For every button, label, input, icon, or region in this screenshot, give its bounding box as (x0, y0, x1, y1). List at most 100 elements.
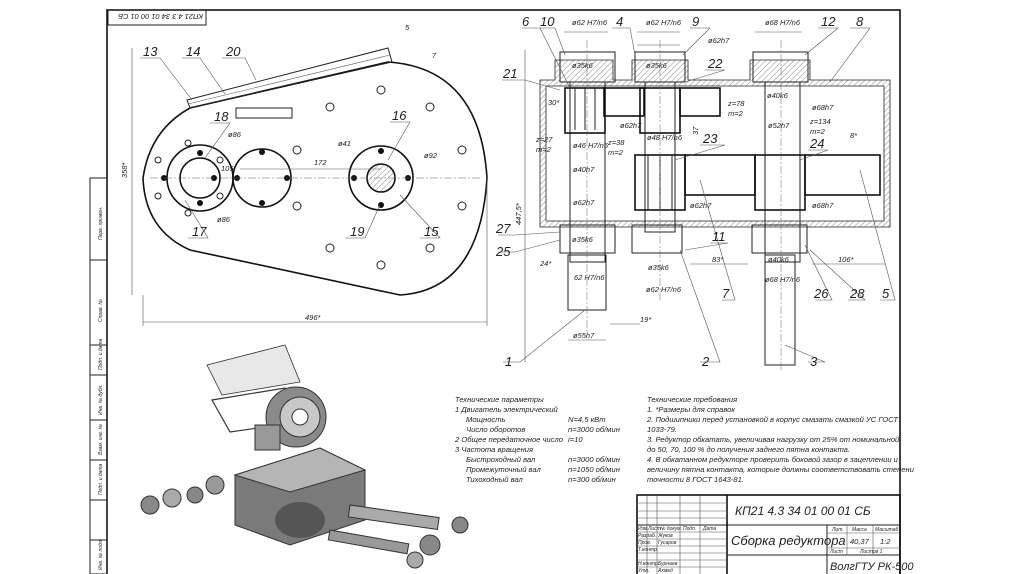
pos-12: 12 (821, 14, 836, 29)
tech-req-line: 2. Подшипники перед установкой в корпус … (646, 415, 899, 424)
pos-28: 28 (849, 286, 865, 301)
tech-param-value: n=300 об/мин (568, 475, 616, 484)
dim: 83* (712, 255, 724, 264)
col-header: № докум. (660, 526, 682, 532)
dim: 62 H7/n6 (574, 273, 605, 282)
role: Т.контр. (638, 547, 658, 553)
dim: ø62h7 (620, 121, 642, 130)
dim: m=2 (608, 148, 624, 157)
tech-param-value: n=3000 об/мин (568, 425, 621, 434)
strip-label: Подп. и дата (98, 463, 104, 495)
role: Утв. (638, 568, 649, 574)
dim-height: 358* (120, 161, 129, 178)
pos-1: 1 (505, 354, 512, 369)
gear-z27 (564, 87, 606, 134)
plan-view: 358* 496* 172 105 ø86 ø86 ø41 ø92 5 7 13… (120, 23, 488, 326)
tech-param-label: Быстроходный вал (466, 455, 536, 464)
pos-16: 16 (392, 108, 407, 123)
gear-z78 (603, 87, 721, 117)
tech-req-title: Технические требования (647, 395, 737, 404)
dim: 37 (691, 126, 700, 135)
tech-param-label: 3 Частота вращения (455, 445, 533, 454)
tech-req-line: до 50, 70, 100 % до получения заднего пя… (647, 445, 850, 454)
top-stamp-code: КП21 4.3 34 01 00 01 СБ (118, 12, 203, 21)
pos-19: 19 (350, 224, 364, 239)
pos-13: 13 (143, 44, 158, 59)
strip-label: Взам. инв. № (98, 423, 104, 455)
pos-25: 25 (495, 244, 511, 259)
tech-param-label: Число оборотов (466, 425, 525, 434)
dim: 24* (539, 259, 552, 268)
dim: ø48 H7/n6 (647, 133, 683, 142)
pos-23: 23 (702, 131, 718, 146)
section-dimensions: ø62 H7/n6 ø62 H7/n6 ø68 H7/n6 ø62h7 ø35k… (514, 18, 885, 341)
pos-15: 15 (424, 224, 439, 239)
sheets-label: Листов 1 (859, 549, 883, 555)
strip-label: Подп. и дата (98, 338, 104, 370)
dim: ø62 H7/n6 (646, 285, 682, 294)
left-strip: Перв. примен. Справ. № Подп. и дата Инв.… (89, 177, 108, 574)
dim: 30* (548, 98, 560, 107)
pos-6: 6 (522, 14, 530, 29)
pos-2: 2 (701, 354, 710, 369)
tech-params-title: Технические параметры (455, 395, 544, 404)
mass-label: Масса (852, 527, 867, 533)
dim: ø35k6 (572, 61, 594, 70)
dim: ø62h7 (690, 201, 712, 210)
top-stamp: КП21 4.3 34 01 00 01 СБ (107, 9, 207, 26)
pos-14: 14 (186, 44, 200, 59)
section-view: 6 10 4 9 12 8 21 22 23 24 27 25 1 2 3 7 … (495, 14, 896, 370)
pos-3: 3 (810, 354, 818, 369)
col-header: Дата (702, 526, 716, 532)
strip-label: Перв. примен. (98, 207, 104, 240)
person: Жуков (657, 533, 673, 539)
dim: 447,5* (514, 202, 523, 225)
pos-17: 17 (192, 224, 207, 239)
strip-label: Инв. № дубл. (98, 384, 104, 415)
dim: ø68 H7/n6 (765, 18, 801, 27)
tech-param-value: i=10 (568, 435, 583, 444)
strip-label: Инв. № подл. (98, 539, 104, 570)
pos-24: 24 (809, 136, 824, 151)
dim: ø52h7 (768, 121, 790, 130)
dim-5: 5 (405, 23, 410, 32)
dim: ø35k6 (572, 235, 594, 244)
col-header: Лист (647, 526, 661, 532)
tech-req-line: 4. В обкатанном редукторе проверить боко… (647, 455, 899, 464)
pos-10: 10 (540, 14, 555, 29)
drawing-name: Сборка редуктора (731, 533, 846, 548)
dim: ø62h7 (708, 36, 730, 45)
dim: m=2 (728, 109, 744, 118)
tech-param-value: n=1050 об/мин (568, 465, 621, 474)
tech-param-label: 2 Общее передаточное число (454, 435, 563, 444)
pos-27: 27 (495, 221, 511, 236)
dim: ø35k6 (646, 61, 668, 70)
tech-param-label: Промежуточный вал (466, 465, 541, 474)
pos-22: 22 (707, 56, 723, 71)
tech-param-value: N=4,5 кВт (568, 415, 606, 424)
dim: ø55h7 (573, 331, 595, 340)
technical-parameters: Технические параметры 1 Двигатель электр… (454, 395, 621, 484)
dim: z=27 (535, 135, 553, 144)
pos-18: 18 (214, 109, 229, 124)
mass-value: 40,37 (850, 537, 870, 546)
person: Бурнаев (658, 561, 678, 567)
dim: ø68h7 (812, 201, 834, 210)
pos-11: 11 (712, 229, 726, 244)
dim: ø40k6 (768, 255, 790, 264)
pos-4: 4 (616, 14, 623, 29)
dim: ø68 H7/n6 (765, 275, 801, 284)
tech-param-label: Тихоходный вал (466, 475, 524, 484)
sheet-label: Лист (829, 549, 843, 555)
dim-width: 496* (305, 313, 322, 322)
scale-label: Масштаб (875, 527, 899, 533)
organization: ВолгГТУ РК-500 (830, 561, 914, 573)
dim: ø46 H7/n6 (573, 141, 609, 150)
gear-z134 (684, 154, 881, 211)
pos-8: 8 (856, 14, 864, 29)
dim: ø40k6 (767, 91, 789, 100)
designation: КП21 4.3 34 01 00 01 СБ (735, 504, 871, 518)
role: Пров. (638, 540, 651, 546)
dim: ø40h7 (573, 165, 595, 174)
